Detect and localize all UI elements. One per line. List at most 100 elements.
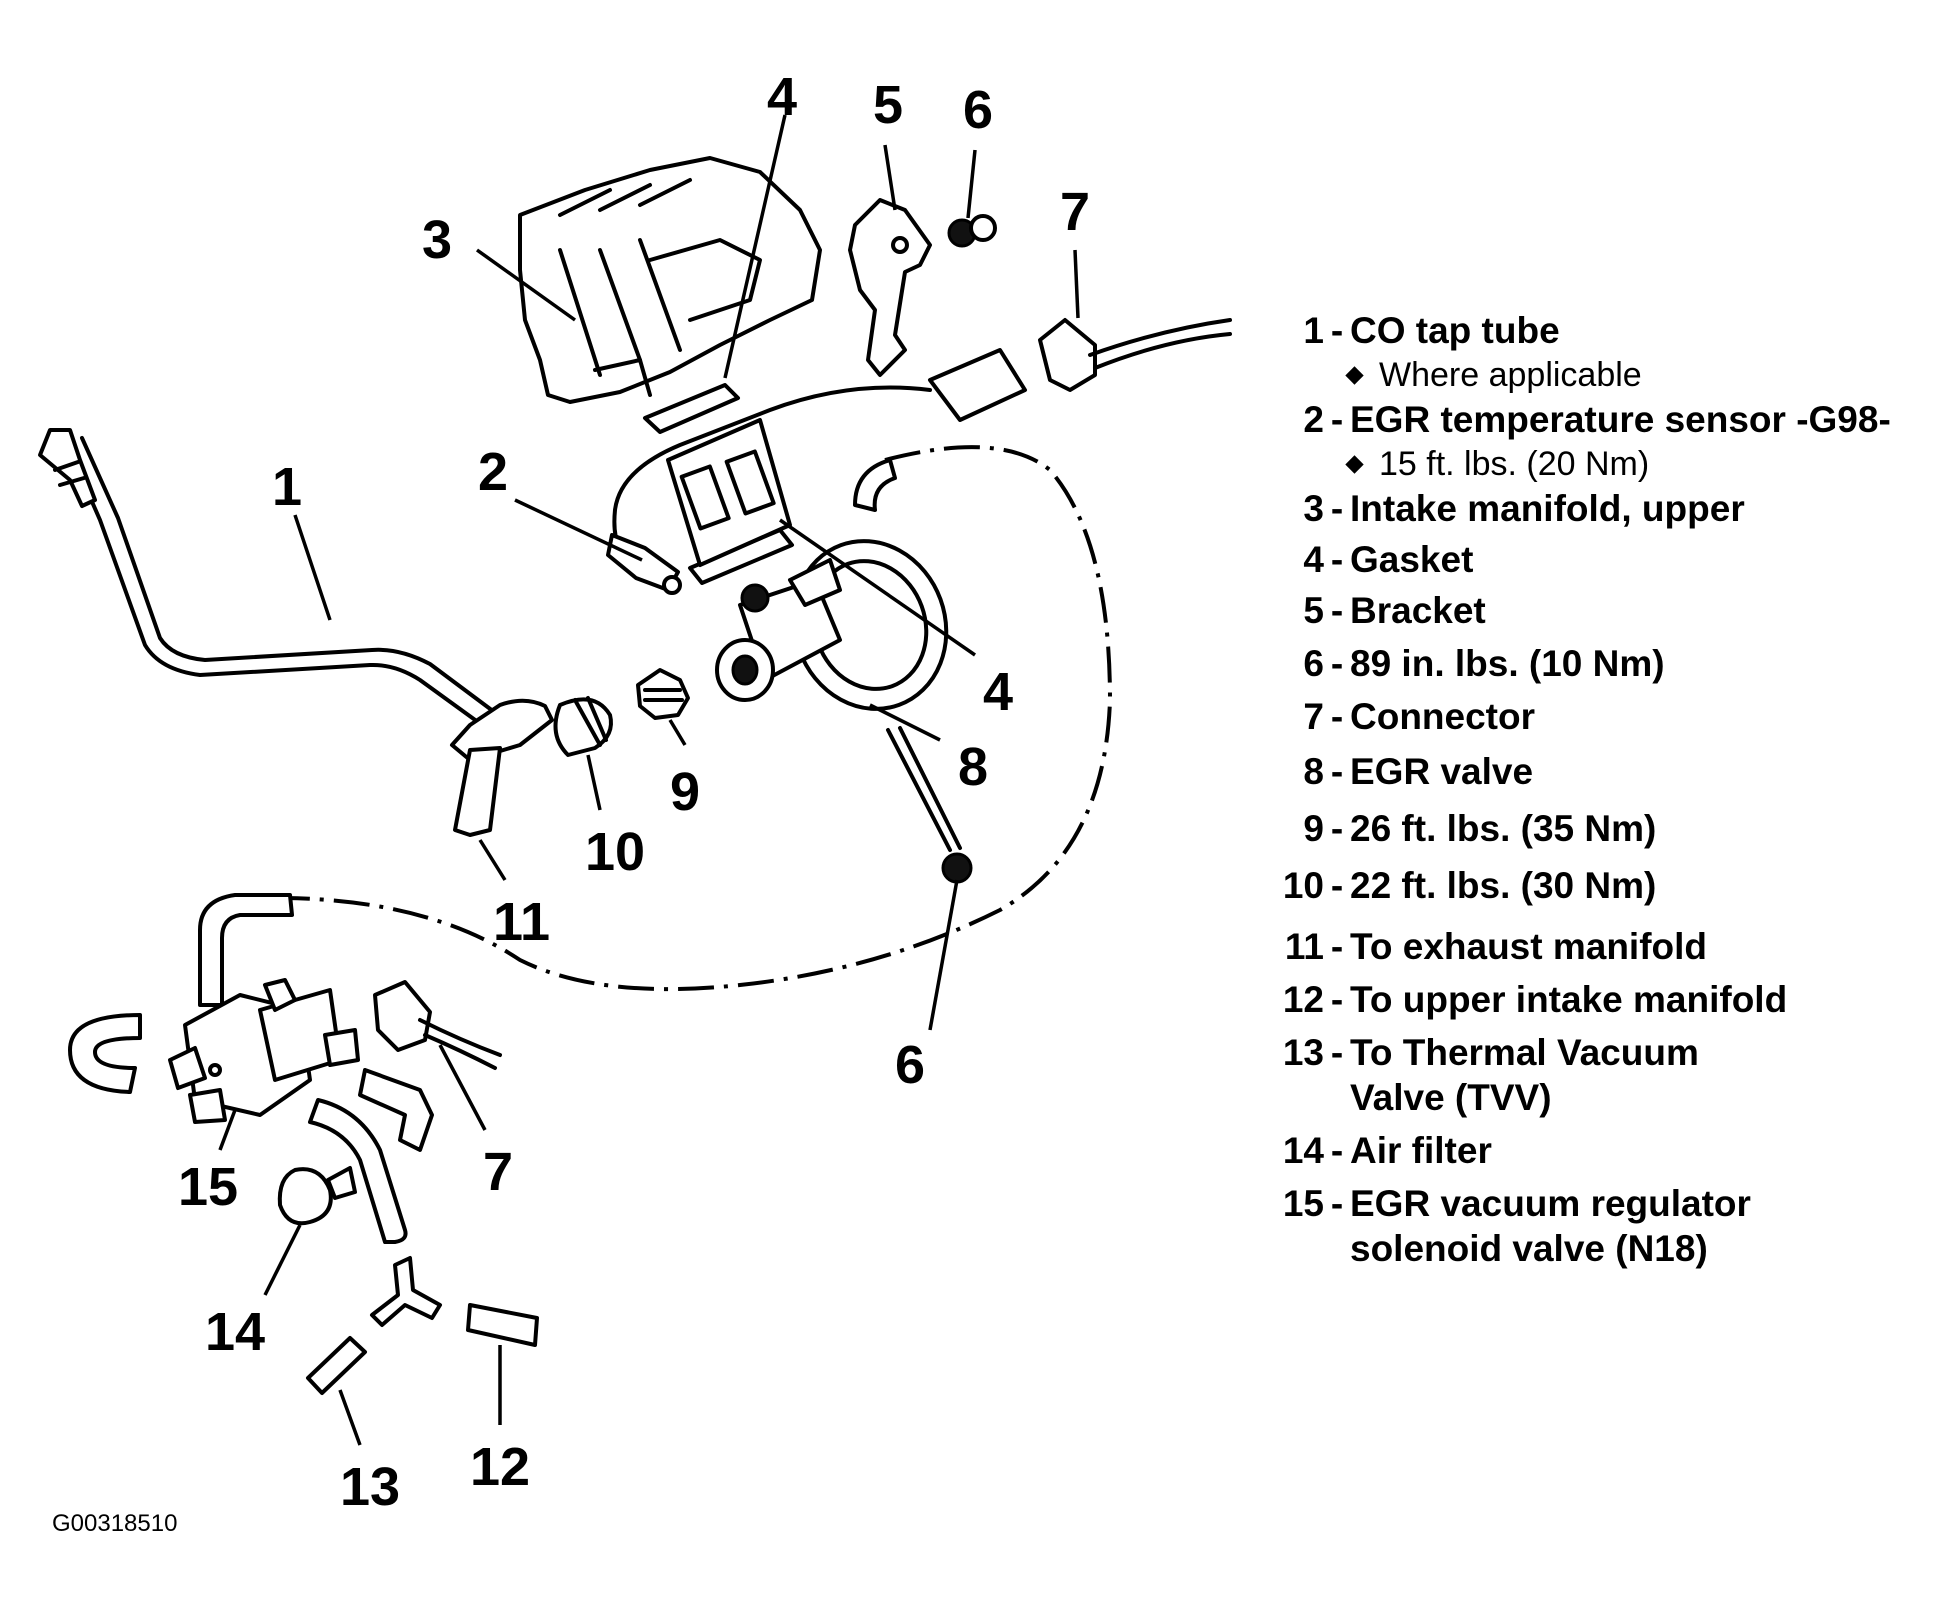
- u-hose: [68, 1013, 142, 1094]
- legend-label: Intake manifold, upper: [1350, 488, 1745, 529]
- diamond-bullet-icon: [1345, 365, 1364, 385]
- egr-valve: [715, 539, 949, 711]
- legend-item: 6-89 in. lbs. (10 Nm): [1262, 641, 1922, 686]
- legend-separator: -: [1330, 751, 1344, 792]
- legend-label: EGR vacuum regulator solenoid valve (N18…: [1350, 1183, 1751, 1269]
- legend-separator: -: [1330, 590, 1344, 631]
- legend-label: 89 in. lbs. (10 Nm): [1350, 643, 1665, 684]
- legend-item: 15-EGR vacuum regulator solenoid valve (…: [1262, 1181, 1922, 1271]
- legend-row: 5-Bracket: [1262, 588, 1922, 633]
- legend-number: 3: [1303, 488, 1324, 529]
- elbow-hose-small: [853, 458, 897, 512]
- legend-number: 7: [1303, 696, 1324, 737]
- legend-separator: -: [1330, 539, 1344, 580]
- legend-separator: -: [1330, 1130, 1344, 1171]
- fitting-and-hose: [450, 696, 613, 837]
- callout-2: 2: [478, 442, 508, 502]
- legend-item: 13-To Thermal Vacuum Valve (TVV): [1262, 1030, 1922, 1120]
- egr-vacuum-regulator-solenoid-valve: [168, 893, 360, 1124]
- callout-9: 9: [670, 762, 700, 822]
- legend-row: 12-To upper intake manifold: [1262, 977, 1922, 1022]
- legend-separator: -: [1330, 310, 1344, 351]
- callout-4-right: 4: [983, 662, 1013, 722]
- legend-number: 6: [1303, 643, 1324, 684]
- legend-separator: -: [1330, 808, 1344, 849]
- vacuum-line: [284, 445, 1113, 992]
- callout-7-top: 7: [1060, 182, 1090, 242]
- legend-row: 14-Air filter: [1262, 1128, 1922, 1173]
- callout-6-bottom: 6: [895, 1035, 925, 1095]
- bolt-long: [886, 726, 973, 884]
- legend-separator: -: [1330, 979, 1344, 1020]
- legend-number: 13: [1282, 1032, 1324, 1073]
- legend-label: EGR temperature sensor -G98-: [1350, 399, 1891, 440]
- legend-item: 14-Air filter: [1262, 1128, 1922, 1173]
- legend-separator: -: [1330, 399, 1344, 440]
- legend-item: 9-26 ft. lbs. (35 Nm): [1262, 806, 1922, 851]
- legend-row: 11-To exhaust manifold: [1262, 924, 1922, 969]
- flange-plate: [666, 418, 792, 567]
- legend-number: 8: [1303, 751, 1324, 792]
- legend-item: 8-EGR valve: [1262, 749, 1922, 794]
- legend-label: Bracket: [1350, 590, 1486, 631]
- legend-separator: -: [1330, 926, 1344, 967]
- legend-label: 22 ft. lbs. (30 Nm): [1350, 865, 1657, 906]
- legend-number: 15: [1282, 1183, 1324, 1224]
- bracket: [848, 198, 932, 377]
- callout-7-bottom: 7: [483, 1142, 513, 1202]
- legend-number: 12: [1282, 979, 1324, 1020]
- legend-separator: -: [1330, 1183, 1344, 1224]
- gasket-upper: [643, 383, 740, 434]
- legend-number: 2: [1303, 399, 1324, 440]
- legend-label: To upper intake manifold: [1350, 979, 1788, 1020]
- legend-number: 10: [1282, 865, 1324, 906]
- legend-separator: -: [1330, 488, 1344, 529]
- legend-item: 2-EGR temperature sensor -G98- 15 ft. lbs…: [1262, 397, 1922, 486]
- legend-label: Gasket: [1350, 539, 1474, 580]
- callout-11: 11: [493, 892, 550, 952]
- legend-number: 9: [1303, 808, 1324, 849]
- legend-row: 8-EGR valve: [1262, 749, 1922, 794]
- legend-number: 11: [1284, 926, 1324, 967]
- legend-item: 11-To exhaust manifold: [1262, 924, 1922, 969]
- bent-hose-lower: [308, 1068, 434, 1244]
- legend-label: Air filter: [1350, 1130, 1492, 1171]
- legend-row: 3-Intake manifold, upper: [1262, 486, 1922, 531]
- legend-label: To exhaust manifold: [1350, 926, 1708, 967]
- callout-5: 5: [873, 75, 903, 135]
- callout-6-top: 6: [963, 80, 993, 140]
- legend-label: Connector: [1350, 696, 1535, 737]
- legend-separator: -: [1330, 643, 1344, 684]
- figure-code: G00318510: [52, 1510, 178, 1537]
- callout-1: 1: [272, 457, 302, 517]
- legend-item: 7-Connector: [1262, 694, 1922, 739]
- legend-item: 12-To upper intake manifold: [1262, 977, 1922, 1022]
- legend-row: 7-Connector: [1262, 694, 1922, 739]
- legend-number: 14: [1282, 1130, 1324, 1171]
- callout-10: 10: [585, 822, 645, 882]
- co-tap-tube: [38, 428, 507, 740]
- legend-label: EGR valve: [1350, 751, 1534, 792]
- legend-label: To Thermal Vacuum Valve (TVV): [1350, 1032, 1699, 1118]
- legend-note-text: Where applicable: [1379, 356, 1642, 394]
- legend-separator: -: [1330, 865, 1344, 906]
- threaded-fitting: [636, 668, 690, 720]
- legend-note: 15 ft. lbs. (20 Nm): [1262, 442, 1922, 486]
- legend-label: 26 ft. lbs. (35 Nm): [1350, 808, 1657, 849]
- legend-item: 5-Bracket: [1262, 588, 1922, 633]
- diamond-bullet-icon: [1345, 454, 1364, 474]
- legend-separator: -: [1330, 1032, 1344, 1073]
- intake-manifold-upper: [518, 156, 822, 404]
- legend-note-text: 15 ft. lbs. (20 Nm): [1379, 445, 1650, 483]
- connector-upper: [928, 318, 1232, 422]
- legend-row: 9-26 ft. lbs. (35 Nm): [1262, 806, 1922, 851]
- callout-3: 3: [422, 210, 452, 270]
- callout-4-top: 4: [767, 67, 797, 127]
- nut-top: [947, 214, 997, 248]
- legend-label: CO tap tube: [1350, 310, 1560, 351]
- legend-row: 10-22 ft. lbs. (30 Nm): [1262, 863, 1922, 908]
- callout-8: 8: [958, 737, 988, 797]
